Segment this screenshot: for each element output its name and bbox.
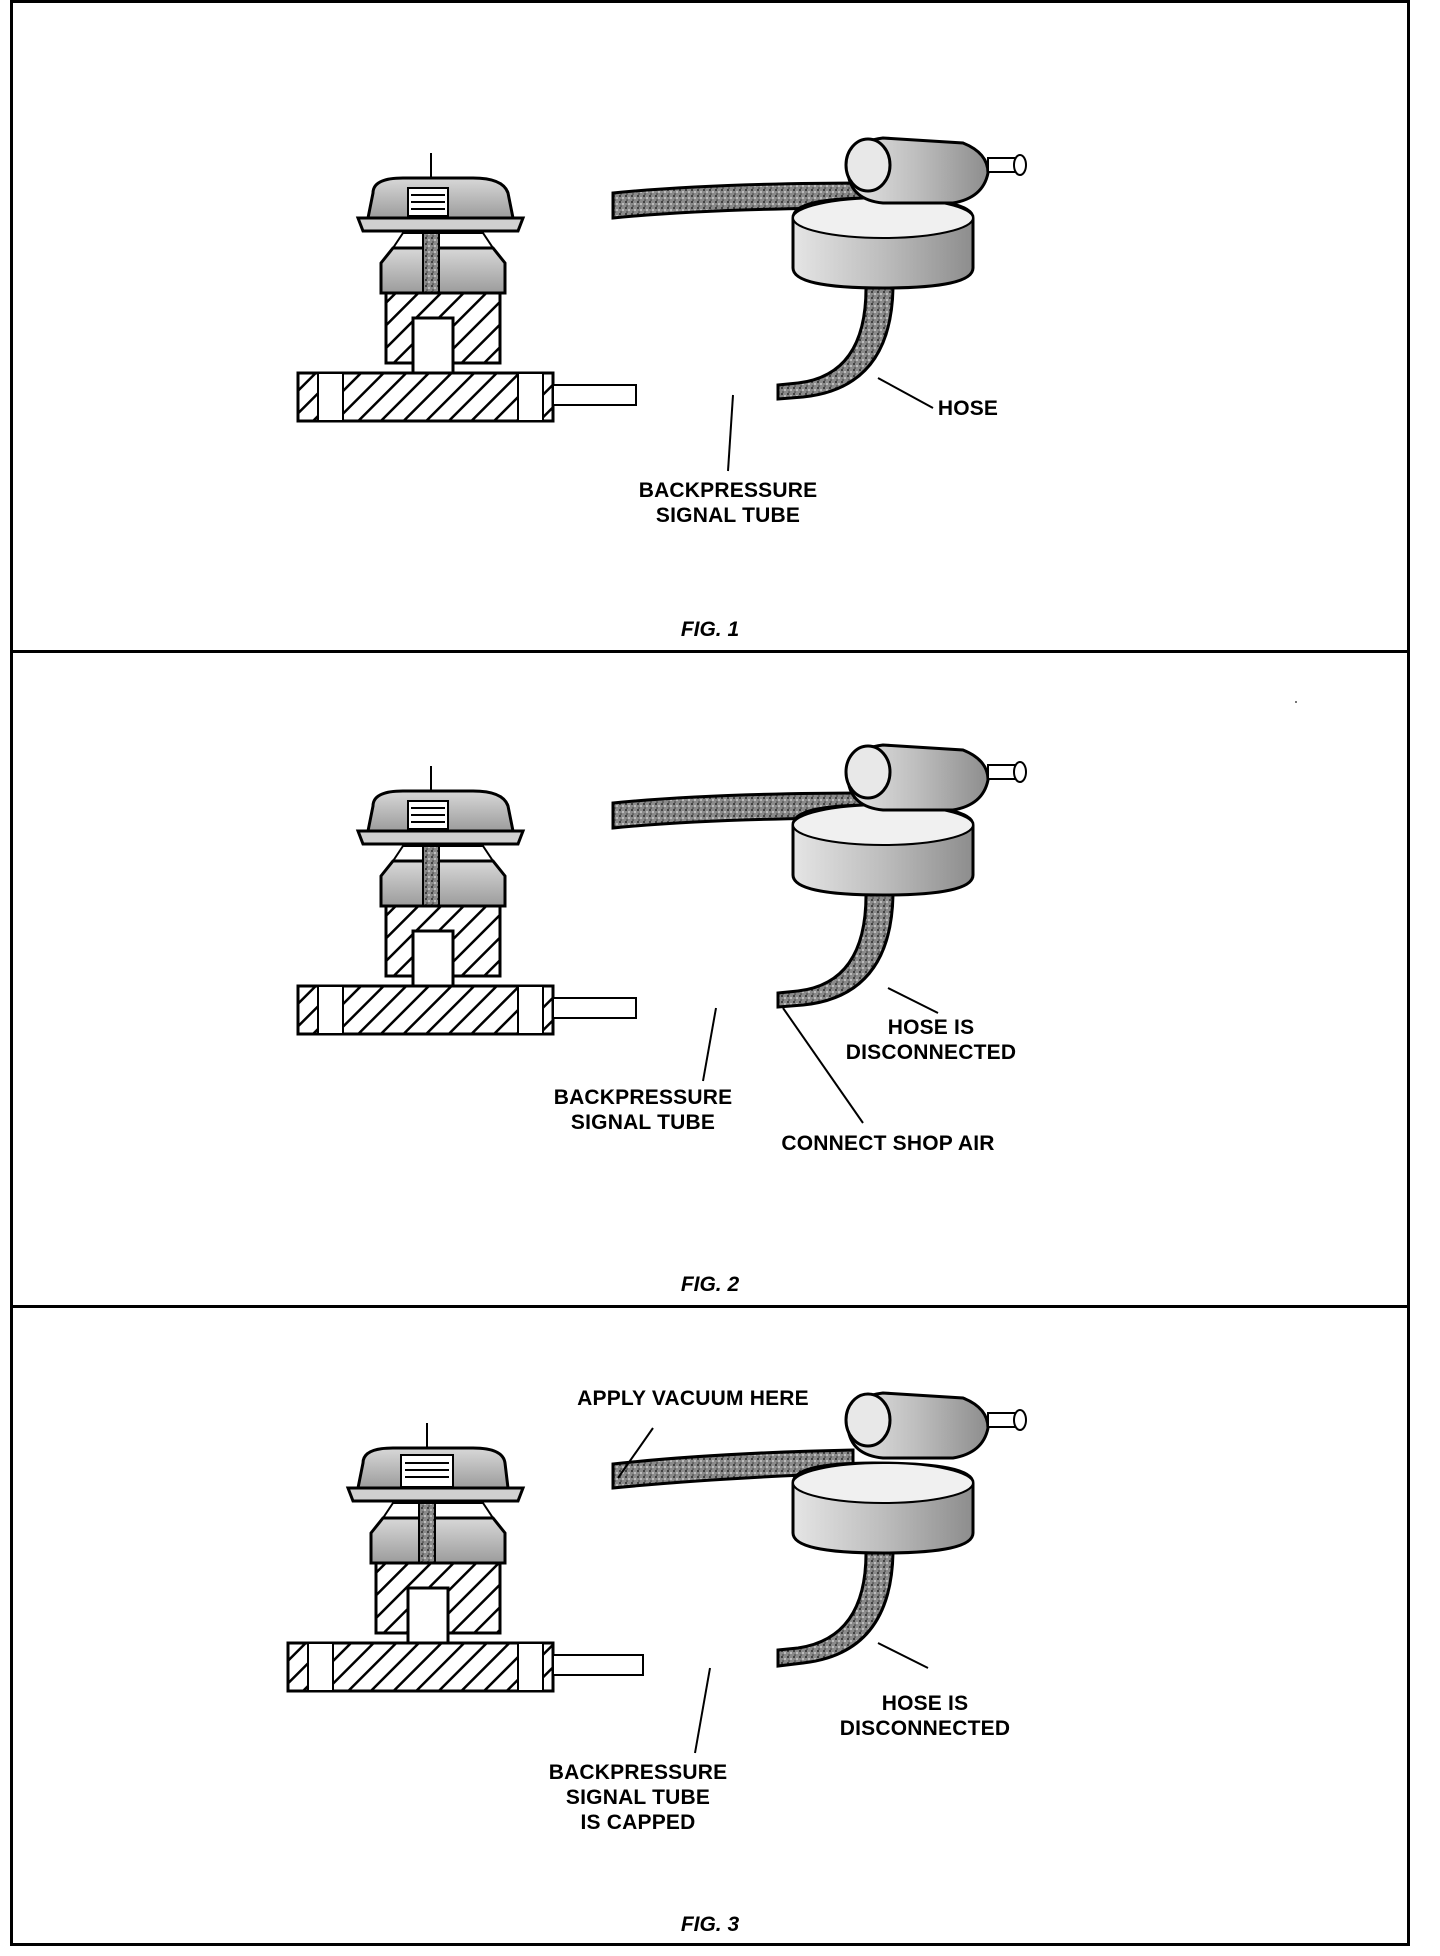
connect-shop-air-label: CONNECT SHOP AIR bbox=[781, 1132, 995, 1155]
egr-valve-assembly bbox=[296, 766, 637, 1036]
figure-1-diagram bbox=[296, 136, 1027, 472]
figure-caption: FIG. 3 bbox=[680, 1913, 740, 1936]
hose-disconnected-label: HOSE IS DISCONNECTED bbox=[845, 1016, 1017, 1064]
backpressure-signal-tube-label: BACKPRESSURE SIGNAL TUBE bbox=[638, 479, 818, 527]
figure-3-panel: APPLY VACUUM HERE HOSE IS DISCONNECTED B… bbox=[13, 1308, 1407, 1943]
hose-label: HOSE bbox=[937, 397, 999, 420]
figure-2-diagram bbox=[296, 743, 1027, 1124]
figure-1-panel: HOSE BACKPRESSURE SIGNAL TUBE FIG. 1 bbox=[13, 3, 1407, 653]
figure-2-panel: HOSE IS DISCONNECTED BACKPRESSURE SIGNAL… bbox=[13, 653, 1407, 1308]
apply-vacuum-here-label: APPLY VACUUM HERE bbox=[577, 1387, 809, 1410]
figure-3-diagram bbox=[286, 1391, 1027, 1754]
page-frame: HOSE BACKPRESSURE SIGNAL TUBE FIG. 1 bbox=[10, 0, 1410, 1946]
egr-valve-assembly bbox=[296, 153, 637, 423]
hose-disconnected-label: HOSE IS DISCONNECTED bbox=[839, 1692, 1011, 1740]
backpressure-signal-tube-capped-label: BACKPRESSURE SIGNAL TUBE IS CAPPED bbox=[548, 1761, 728, 1834]
backpressure-signal-tube-label: BACKPRESSURE SIGNAL TUBE bbox=[553, 1086, 733, 1134]
figure-caption: FIG. 1 bbox=[680, 618, 740, 641]
figure-caption: FIG. 2 bbox=[680, 1273, 740, 1296]
scan-speck bbox=[1295, 701, 1297, 703]
egr-valve-assembly bbox=[286, 1423, 644, 1693]
